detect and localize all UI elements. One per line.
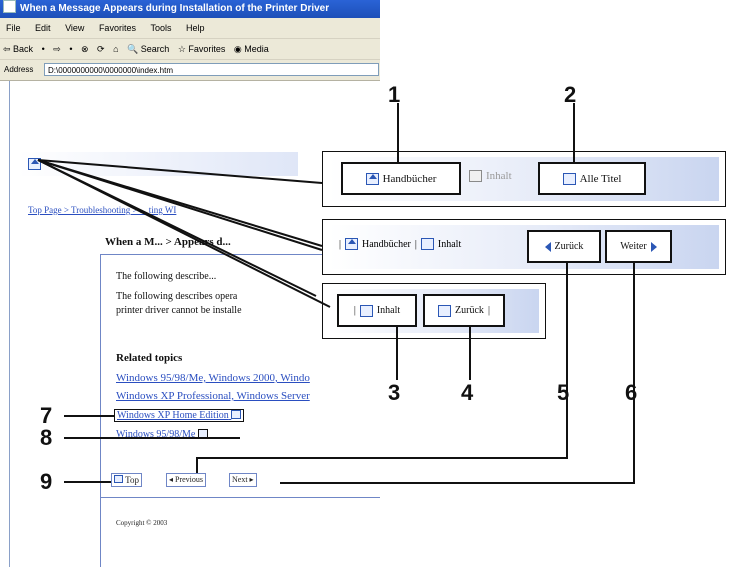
top-link-label: Top bbox=[125, 475, 139, 485]
nav-bar-callout-3: | Inhalt Zurück | bbox=[322, 283, 546, 339]
menu-help[interactable]: Help bbox=[186, 23, 205, 33]
back-button[interactable]: ⇦ Back bbox=[3, 44, 34, 54]
house-icon bbox=[365, 172, 379, 185]
divider-bar: | bbox=[353, 305, 356, 316]
search-button[interactable]: 🔍 Search bbox=[127, 44, 170, 54]
content-frame bbox=[100, 254, 380, 567]
related-link-3-label: Windows XP Home Edition bbox=[117, 410, 229, 421]
next-label: Weiter bbox=[620, 241, 647, 252]
related-topics-title: Related topics bbox=[116, 352, 183, 364]
address-input[interactable]: D:\0000000000\0000000\index.htm bbox=[44, 63, 379, 76]
back-label: Zurück bbox=[455, 305, 484, 316]
contents-disabled: Inhalt bbox=[469, 170, 512, 182]
arrow-left-icon bbox=[544, 241, 551, 252]
related-link-4-label: Windows 95/98/Me bbox=[116, 429, 196, 440]
manuals-link[interactable]: | Handbücher | Inhalt bbox=[339, 238, 461, 250]
book-icon bbox=[420, 238, 434, 250]
stop-icon[interactable]: ⊗ bbox=[80, 44, 89, 54]
callout-number-1: 1 bbox=[388, 82, 401, 107]
related-link-2[interactable]: Windows XP Professional, Windows Server bbox=[116, 390, 310, 402]
divider-bar: | bbox=[339, 238, 342, 250]
top-arrow-icon bbox=[114, 475, 123, 483]
address-bar: Address D:\0000000000\0000000\index.htm bbox=[0, 60, 380, 81]
address-label: Address bbox=[4, 65, 34, 74]
forward-dropdown-icon[interactable]: • bbox=[69, 44, 73, 54]
all-titles-label: Alle Titel bbox=[579, 172, 622, 185]
nav-bar-callout-1: Handbücher Inhalt Alle Titel bbox=[322, 151, 726, 207]
back-label: Zurück bbox=[554, 241, 584, 252]
home-icon[interactable]: ⌂ bbox=[113, 44, 119, 54]
callout-number-8: 8 bbox=[40, 425, 53, 450]
divider-bar: | bbox=[414, 238, 417, 250]
back-button-alt[interactable]: Zurück | bbox=[423, 294, 505, 327]
menu-edit[interactable]: Edit bbox=[35, 23, 51, 33]
popup-window-icon bbox=[231, 410, 242, 419]
book-icon bbox=[469, 170, 482, 182]
top-link[interactable]: Top bbox=[111, 473, 142, 487]
callout-number-4: 4 bbox=[461, 380, 474, 405]
menu-favorites[interactable]: Favorites bbox=[98, 23, 136, 33]
arrow-right-icon bbox=[650, 241, 657, 252]
next-button[interactable]: Weiter bbox=[605, 230, 672, 263]
callout-number-3: 3 bbox=[388, 380, 401, 405]
divider-bar: | bbox=[487, 305, 490, 316]
content-border bbox=[9, 81, 10, 567]
favorites-button[interactable]: ☆ Favorites bbox=[177, 44, 226, 54]
contents-label: Inhalt bbox=[376, 305, 401, 316]
menu-tools[interactable]: Tools bbox=[150, 23, 172, 33]
title-bar: When a Message Appears during Installati… bbox=[0, 0, 380, 18]
browser-toolbar: ⇦ Back • ⇨ • ⊗ ⟳ ⌂ 🔍 Search ☆ Favorites … bbox=[0, 39, 380, 60]
body-paragraph-1: The following describe... bbox=[116, 271, 217, 282]
breadcrumb[interactable]: Top Page > Troubleshooting > ... ting WI bbox=[28, 205, 177, 215]
page-icon bbox=[3, 0, 16, 13]
media-button[interactable]: ◉ Media bbox=[233, 44, 269, 54]
contents-button[interactable]: | Inhalt bbox=[337, 294, 417, 327]
callout-number-2: 2 bbox=[564, 82, 577, 107]
callout-number-9: 9 bbox=[40, 469, 53, 494]
back-arrow-icon bbox=[438, 304, 452, 317]
back-button[interactable]: Zurück bbox=[527, 230, 601, 263]
refresh-icon[interactable]: ⟳ bbox=[97, 44, 105, 54]
sitemap-icon bbox=[562, 172, 576, 185]
forward-button[interactable]: ⇨ bbox=[53, 44, 61, 54]
body-paragraph-2b: printer driver cannot be installe bbox=[116, 305, 242, 316]
house-icon bbox=[345, 238, 359, 250]
menu-view[interactable]: View bbox=[65, 23, 85, 33]
related-link-1[interactable]: Windows 95/98/Me, Windows 2000, Windo bbox=[116, 372, 310, 384]
home-icon[interactable] bbox=[28, 158, 41, 170]
callout-number-6: 6 bbox=[625, 380, 638, 405]
callout-number-7: 7 bbox=[40, 403, 53, 428]
footer-divider bbox=[100, 497, 380, 498]
book-icon bbox=[359, 304, 373, 317]
related-link-3[interactable]: Windows XP Home Edition bbox=[114, 409, 245, 422]
contents-label: Inhalt bbox=[486, 170, 512, 182]
next-link[interactable]: Next ▸ bbox=[229, 473, 257, 487]
back-dropdown-icon[interactable]: • bbox=[41, 44, 45, 54]
manuals-button[interactable]: Handbücher bbox=[341, 162, 461, 195]
copyright: Copyright © 2003 bbox=[116, 519, 168, 527]
browser-window: When a Message Appears during Installati… bbox=[0, 0, 380, 567]
menu-file[interactable]: File bbox=[6, 23, 21, 33]
previous-link[interactable]: ◂ Previous bbox=[166, 473, 207, 487]
body-paragraph-2a: The following describes opera bbox=[116, 291, 238, 302]
manuals-label: Handbücher bbox=[382, 172, 437, 185]
all-titles-button[interactable]: Alle Titel bbox=[538, 162, 646, 195]
nav-bar-callout-2: | Handbücher | Inhalt Zurück Weiter bbox=[322, 219, 726, 275]
callout-number-5: 5 bbox=[557, 380, 570, 405]
window-title: When a Message Appears during Installati… bbox=[20, 3, 330, 14]
manuals-label: Handbücher bbox=[362, 238, 411, 250]
contents-label: Inhalt bbox=[437, 238, 462, 250]
menu-bar: File Edit View Favorites Tools Help bbox=[0, 18, 380, 39]
